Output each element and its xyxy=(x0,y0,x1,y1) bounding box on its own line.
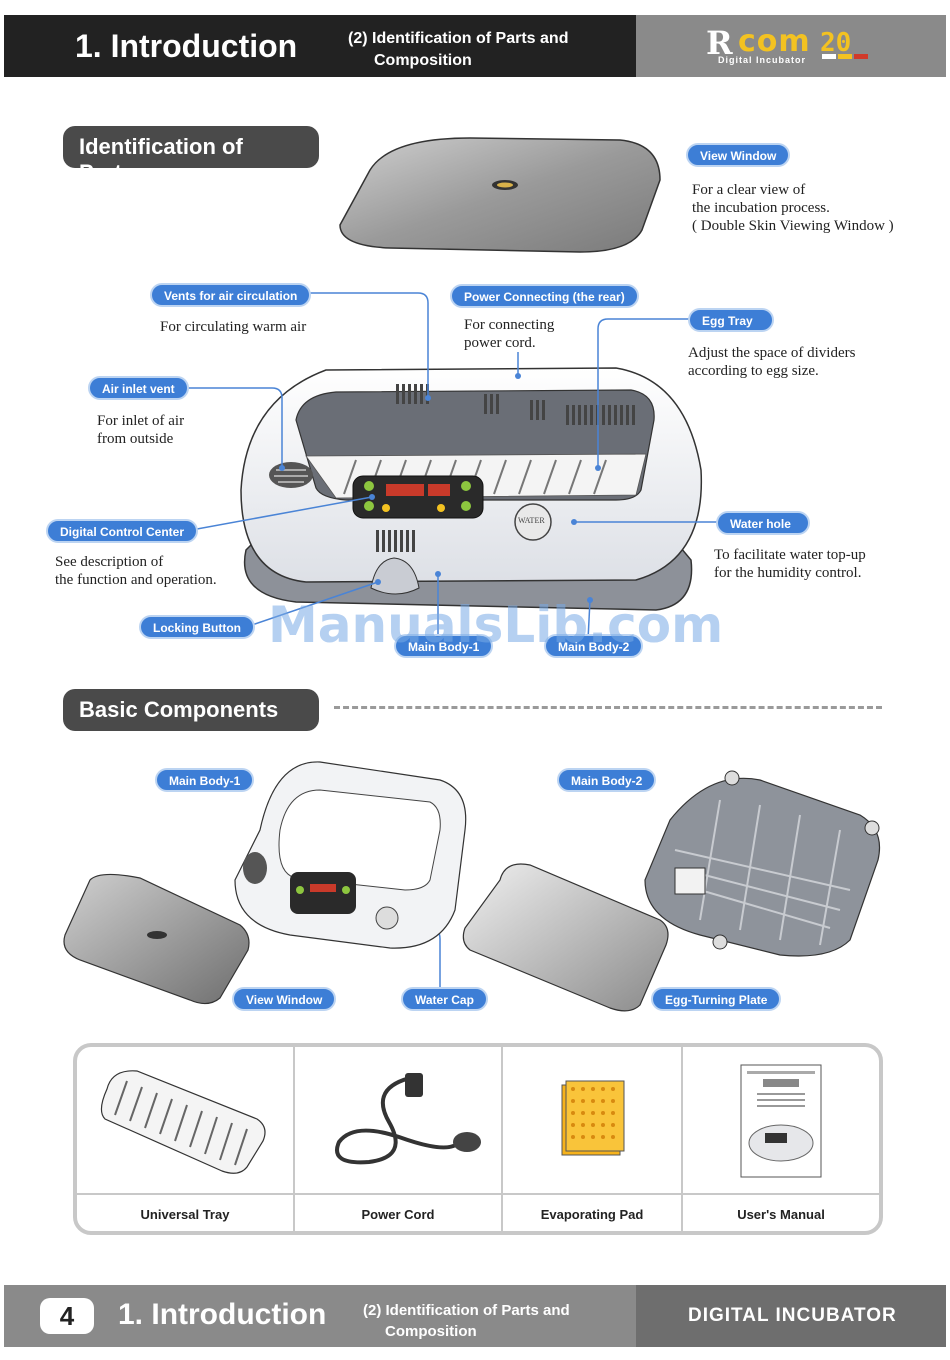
section-heading-identification: Identification of Parts xyxy=(63,126,319,185)
page-title: 1. Introduction xyxy=(75,28,298,64)
page-number: 4 xyxy=(40,1298,94,1334)
comp-label-view-window: View Window xyxy=(232,987,337,1011)
logo-stripe-white xyxy=(822,54,836,59)
footer-brand-panel xyxy=(636,1285,946,1347)
comp-label-water-cap: Water Cap xyxy=(401,987,488,1011)
accessories-table: Universal Tray Power Cord Evaporating Pa… xyxy=(73,1043,883,1235)
logo-stripe-red xyxy=(854,54,868,59)
logo-r: R xyxy=(706,24,733,62)
watermark: ManualsLib.com xyxy=(268,596,724,654)
label-locking-button: Locking Button xyxy=(139,615,255,639)
table-col-divider xyxy=(681,1047,683,1231)
footer-title: 1. Introduction xyxy=(118,1298,327,1331)
header-bar xyxy=(4,15,636,77)
footer-brand: DIGITAL INCUBATOR xyxy=(688,1305,897,1326)
universal-tray-illustration xyxy=(100,1070,266,1174)
page-subtitle: (2) Identification of Parts and Composit… xyxy=(348,30,569,69)
logo-stripe-yellow xyxy=(838,54,852,59)
table-col-divider xyxy=(501,1047,503,1231)
label-main-body-2: Main Body-2 xyxy=(544,634,644,658)
power-cord-illustration xyxy=(335,1073,481,1165)
footer-bar xyxy=(4,1285,636,1347)
section-divider xyxy=(334,706,882,709)
components-illustration xyxy=(63,761,881,1012)
logo-number: 20 xyxy=(820,28,852,58)
table-col-divider xyxy=(293,1047,295,1231)
desc-vents: For circulating warm air xyxy=(160,319,307,335)
section-heading-components: Basic Components xyxy=(63,689,319,731)
view-window-lid-illustration xyxy=(339,137,661,253)
header-logo-panel xyxy=(636,15,946,77)
label-main-body-1: Main Body-1 xyxy=(394,634,494,658)
evaporating-pad-illustration xyxy=(561,1080,625,1156)
label-air-inlet: Air inlet vent xyxy=(88,376,189,400)
accessory-label: Evaporating Pad xyxy=(540,1207,644,1222)
users-manual-illustration xyxy=(740,1064,822,1178)
accessory-label: User's Manual xyxy=(737,1207,825,1222)
label-power: Power Connecting (the rear) xyxy=(450,284,639,308)
label-water-hole: Water hole xyxy=(716,511,810,535)
accessory-label: Power Cord xyxy=(361,1207,435,1222)
logo-subtitle: Digital Incubator xyxy=(718,55,807,65)
label-view-window: View Window xyxy=(686,143,791,167)
label-digital-control: Digital Control Center xyxy=(46,519,199,543)
accessory-label: Universal Tray xyxy=(140,1207,230,1222)
table-row-divider xyxy=(77,1193,879,1195)
label-egg-tray: Egg Tray xyxy=(688,308,774,332)
logo-com: com xyxy=(738,24,811,59)
water-cap-text: WATER xyxy=(518,516,545,525)
comp-label-main-body-2: Main Body-2 xyxy=(557,768,657,792)
footer-subtitle: (2) Identification of Parts and Composit… xyxy=(363,1302,570,1340)
comp-label-egg-turning: Egg-Turning Plate xyxy=(651,987,782,1011)
label-vents: Vents for air circulation xyxy=(150,283,312,307)
comp-label-main-body-1: Main Body-1 xyxy=(155,768,255,792)
